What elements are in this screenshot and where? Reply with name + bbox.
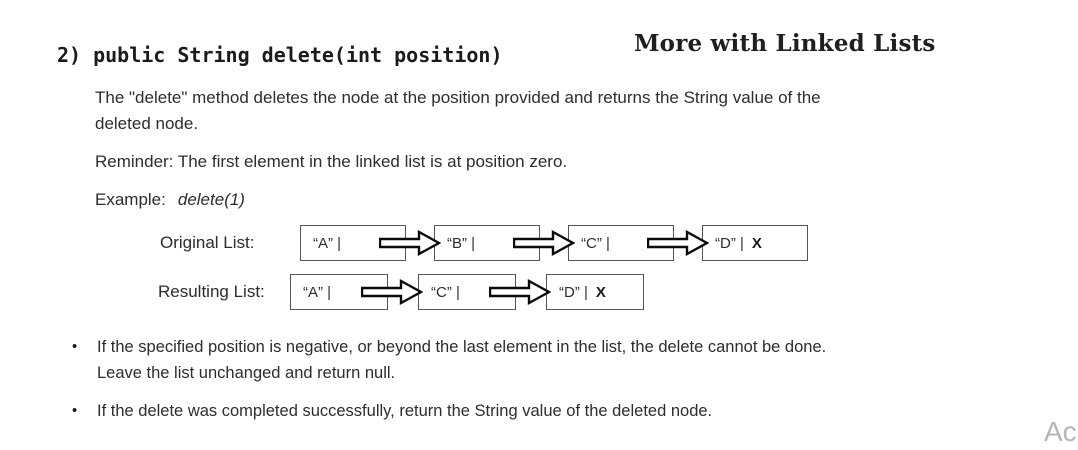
bullet-item: • If the delete was completed successful…: [72, 398, 712, 424]
bullet-text: If the delete was completed successfully…: [97, 398, 712, 424]
null-terminator-marker: X: [595, 283, 606, 301]
description-line-1: The "delete" method deletes the node at …: [95, 88, 821, 107]
original-list-row: Original List: “A” | “B” | “C” |: [160, 225, 808, 261]
node-value: “A” |: [303, 283, 332, 301]
bullet-line-2: Leave the list unchanged and return null…: [97, 364, 396, 382]
bullet-icon: •: [72, 402, 78, 419]
next-pointer-arrow-icon: [647, 230, 709, 256]
list-node-d: “D” | X: [702, 225, 808, 261]
original-list-label: Original List:: [160, 233, 255, 252]
activation-watermark-fragment: Ac: [1044, 416, 1077, 447]
bullet-line-1: If the delete was completed successfully…: [97, 402, 713, 420]
list-node-d: “D” | X: [546, 274, 644, 310]
example-method-call: delete(1): [177, 190, 245, 209]
node-value: “A” |: [313, 234, 342, 252]
description-paragraph: The "delete" method deletes the node at …: [95, 85, 821, 137]
original-list-nodes: “A” | “B” | “C” | “D” | X: [300, 225, 808, 261]
next-pointer-arrow-icon: [513, 230, 575, 256]
list-node-a: “A” |: [300, 225, 441, 261]
example-label: Example:: [95, 190, 166, 209]
node-value: “C” |: [431, 283, 460, 301]
list-node-a: “A” |: [290, 274, 423, 310]
section-heading: 2) public String delete(int position): [57, 43, 503, 67]
null-terminator-marker: X: [751, 234, 762, 252]
resulting-list-row: Resulting List: “A” | “C” | “D” | X: [158, 274, 644, 310]
resulting-list-nodes: “A” | “C” | “D” | X: [290, 274, 644, 310]
bullet-line-1: If the specified position is negative, o…: [97, 338, 827, 356]
reminder-text: Reminder: The first element in the linke…: [95, 152, 568, 171]
resulting-list-label: Resulting List:: [158, 282, 265, 301]
bullet-icon: •: [72, 338, 78, 355]
bullet-item: • If the specified position is negative,…: [72, 334, 826, 386]
list-node-c: “C” |: [418, 274, 551, 310]
next-pointer-arrow-icon: [361, 279, 423, 305]
list-node-b: “B” |: [434, 225, 575, 261]
list-node-c: “C” |: [568, 225, 709, 261]
next-pointer-arrow-icon: [379, 230, 441, 256]
bullet-text: If the specified position is negative, o…: [97, 334, 826, 386]
node-value: “C” |: [581, 234, 610, 252]
node-value: “B” |: [447, 234, 476, 252]
next-pointer-arrow-icon: [489, 279, 551, 305]
page-title: More with Linked Lists: [634, 30, 936, 57]
description-line-2: deleted node.: [95, 114, 199, 133]
example-line: Example: delete(1): [95, 187, 245, 213]
node-value: “D” |: [715, 234, 744, 252]
section-number: 2): [57, 43, 82, 67]
method-signature: public String delete(int position): [93, 43, 503, 67]
node-value: “D” |: [559, 283, 588, 301]
